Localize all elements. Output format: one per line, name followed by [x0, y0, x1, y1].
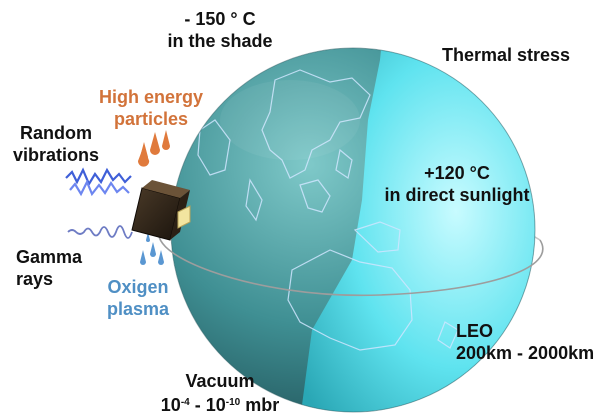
high-energy-line1: High energy: [98, 87, 204, 107]
vacuum-sep: - 10: [189, 395, 226, 415]
vacuum-line2: 10-4 - 10-10 mbr: [140, 392, 300, 416]
vacuum-base: 10: [160, 395, 181, 415]
vacuum-exp-b: -10: [225, 397, 241, 408]
vacuum-line1: Vacuum: [185, 371, 255, 391]
earth-globe: [171, 48, 535, 412]
random-vibrations-label: Random vibrations: [4, 122, 108, 166]
high-energy-line2: particles: [113, 109, 189, 129]
gamma-line2: rays: [16, 269, 54, 289]
shade-temp: - 150 ° C: [184, 9, 256, 29]
random-line1: Random: [20, 123, 92, 143]
gamma-line1: Gamma: [16, 247, 83, 267]
particle-drops-icon: [138, 130, 170, 167]
vacuum-label: Vacuum 10-4 - 10-10 mbr: [140, 370, 300, 416]
high-energy-particles-label: High energy particles: [86, 86, 216, 130]
sunlit-side: [300, 48, 535, 412]
continent-outlines: [197, 69, 459, 351]
vibration-waves-icon: [65, 167, 132, 197]
shade-temperature-label: - 150 ° C in the shade: [160, 8, 280, 52]
orbit-ring-front: [158, 223, 544, 297]
sun-temp: +120 °C: [424, 163, 490, 183]
random-line2: vibrations: [12, 145, 100, 165]
oxygen-plasma-label: Oxigen plasma: [96, 276, 180, 320]
leo-label: LEO 200km - 2000km: [456, 320, 594, 364]
sun-note: in direct sunlight: [384, 185, 530, 205]
leo-line1: LEO: [456, 321, 494, 341]
satellite-icon: [131, 180, 191, 241]
thermal-stress-label: Thermal stress: [442, 45, 571, 65]
plasma-drops-icon: [140, 232, 164, 265]
shade-note: in the shade: [167, 31, 273, 51]
vacuum-exp-a: -4: [180, 397, 190, 408]
oxygen-line1: Oxigen: [107, 277, 169, 297]
vacuum-unit: mbr: [240, 395, 280, 415]
sunlight-temperature-label: +120 °C in direct sunlight: [384, 162, 530, 206]
leo-line2: 200km - 2000km: [456, 343, 595, 363]
gamma-wave-icon: [67, 225, 133, 239]
oxygen-line2: plasma: [106, 299, 170, 319]
gamma-rays-label: Gamma rays: [16, 246, 82, 290]
